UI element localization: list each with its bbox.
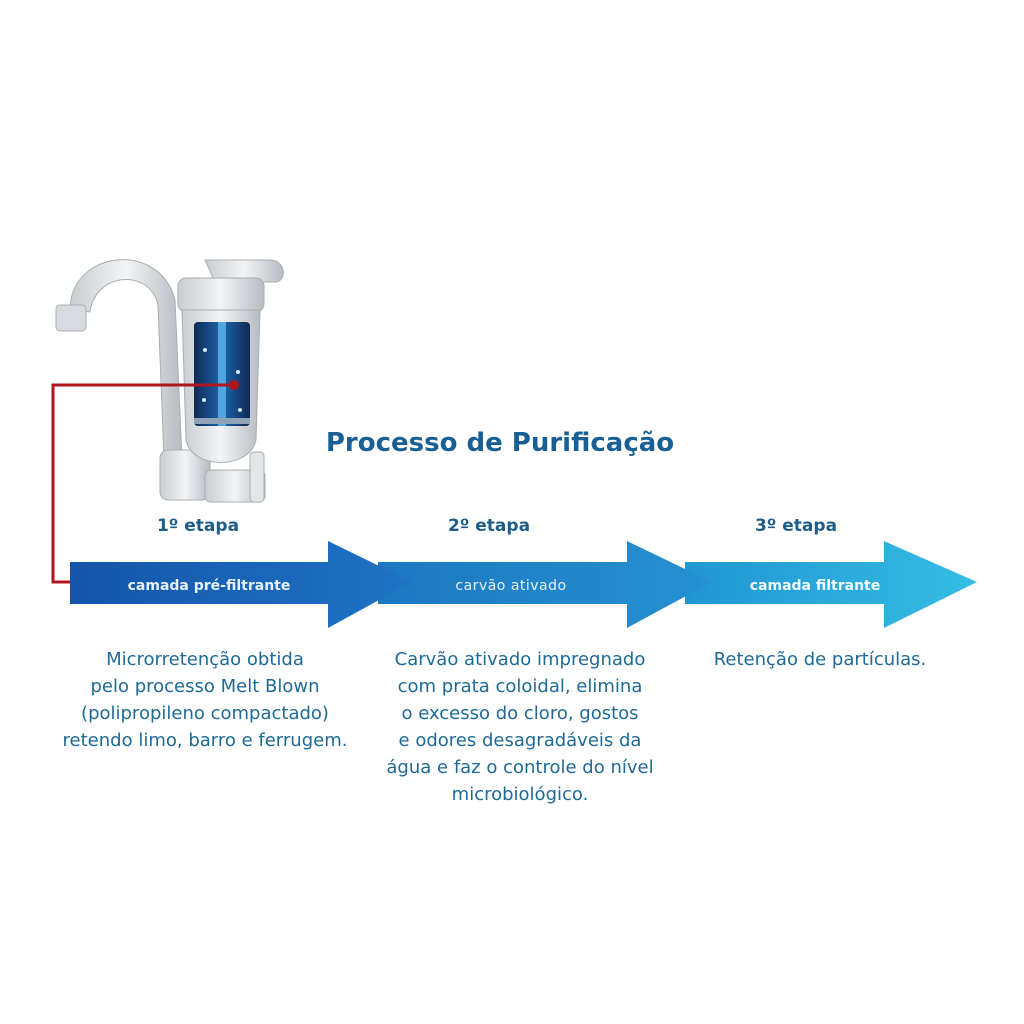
band-label-3: camada filtrante (750, 578, 881, 594)
stage-description-2: Carvão ativado impregnado com prata colo… (345, 646, 695, 808)
faucet-filter-illustration (55, 259, 284, 503)
description-line: com prata coloidal, elimina (397, 676, 643, 697)
diagram-title: Processo de Purificação (325, 428, 675, 458)
description-line: água e faz o controle do nível (386, 757, 654, 778)
step-label-1: 1º etapa (156, 516, 240, 536)
description-line: microbiológico. (451, 784, 589, 805)
description-line: o excesso do cloro, gostos (401, 703, 639, 724)
stage-description-3: Retenção de partículas. (680, 646, 960, 673)
description-line: retendo limo, barro e ferrugem. (62, 730, 348, 751)
band-label-2: carvão ativado (455, 578, 566, 594)
description-line: pelo processo Melt Blown (90, 676, 320, 697)
description-line: Retenção de partículas. (713, 649, 927, 670)
description-line: e odores desagradáveis da (398, 730, 642, 751)
description-line: Microrretenção obtida (106, 649, 304, 670)
stage-description-1: Microrretenção obtida pelo processo Melt… (20, 646, 390, 754)
step-label-2: 2º etapa (447, 516, 531, 536)
band-label-1: camada pré-filtrante (128, 578, 291, 594)
stage-arrow-1 (70, 541, 412, 628)
stage-arrow-3 (685, 541, 977, 628)
description-line: (polipropileno compactado) (81, 703, 329, 724)
stage-arrow-2 (378, 541, 712, 628)
description-line: Carvão ativado impregnado (394, 649, 646, 670)
step-label-3: 3º etapa (754, 516, 838, 536)
